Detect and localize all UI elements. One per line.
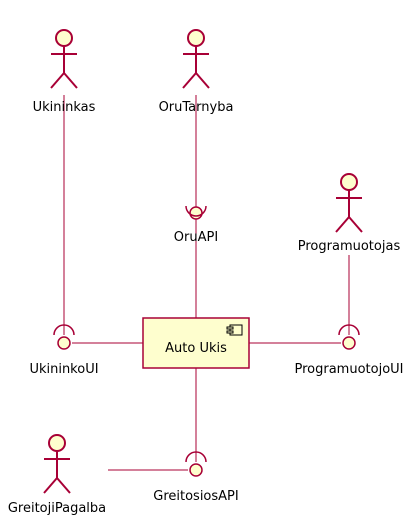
component-auto-ukis: Auto Ukis — [142, 317, 250, 369]
actor-stick-figure-icon — [43, 434, 71, 494]
actor-label-programuotojas: Programuotojas — [298, 239, 401, 254]
actor-label-ukininkas: Ukininkas — [33, 100, 96, 115]
component-icon — [226, 324, 243, 336]
actor-stick-figure-icon — [335, 173, 363, 233]
interface-lollipop-icon — [189, 206, 203, 220]
interface-lollipop-icon — [342, 336, 356, 350]
interface-ukininkoui: UkininkoUI — [29, 324, 99, 377]
actor-stick-figure-icon — [50, 29, 78, 89]
actor-label-greitojipagalba: GreitojiPagalba — [8, 501, 106, 516]
interface-socket-icon — [185, 451, 207, 463]
interface-lollipop-icon — [189, 463, 203, 477]
interface-socket-icon — [53, 324, 75, 336]
interface-socket-icon — [338, 324, 360, 336]
actor-orutarnyba: OruTarnyba — [159, 29, 234, 115]
actor-programuotojas: Programuotojas — [298, 173, 401, 254]
interface-label-oruapi: OruAPI — [174, 230, 218, 245]
actor-label-orutarnyba: OruTarnyba — [159, 100, 234, 115]
interface-label-programuotojoui: ProgramuotojoUI — [294, 362, 403, 377]
actor-ukininkas: Ukininkas — [33, 29, 96, 115]
interface-socket-icon — [185, 205, 207, 217]
interface-oruapi: OruAPI — [174, 205, 218, 245]
actor-greitojipagalba: GreitojiPagalba — [8, 434, 106, 516]
interface-lollipop-icon — [57, 336, 71, 350]
interface-programuotojoui: ProgramuotojoUI — [294, 324, 404, 377]
component-label: Auto Ukis — [165, 341, 227, 356]
interface-label-greitosiosapi: GreitosiosAPI — [153, 489, 238, 504]
actor-stick-figure-icon — [182, 29, 210, 89]
interface-label-ukininkoui: UkininkoUI — [29, 362, 98, 377]
interface-greitosiosapi: GreitosiosAPI — [153, 451, 239, 504]
